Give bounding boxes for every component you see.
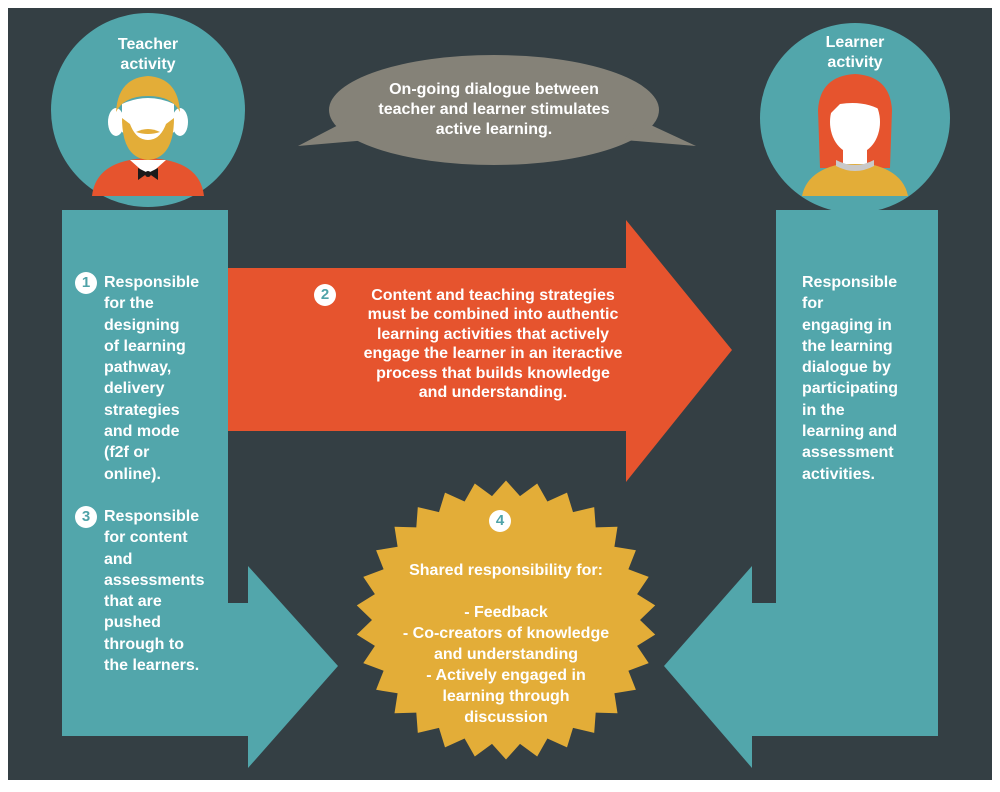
shared-line — [370, 581, 642, 602]
teacher-item-3: Responsible for content and assessments … — [104, 506, 234, 676]
middle-arrow — [228, 220, 732, 482]
teacher-item-1-line: designing — [104, 316, 180, 334]
dialogue-bubble — [298, 55, 696, 165]
shared-line: discussion — [464, 709, 548, 726]
teacher-arrow — [62, 210, 338, 768]
shared-line: and understanding — [434, 646, 578, 663]
teacher-item-3-line: pushed — [104, 614, 161, 632]
teacher-item-1-line: of learning — [104, 337, 186, 355]
dialogue-line: active learning. — [435, 121, 553, 138]
learner-line: assessment — [802, 444, 894, 462]
middle-arrow-line: must be combined into authentic — [367, 306, 619, 324]
teacher-item-1-line: strategies — [104, 401, 180, 419]
middle-arrow-line: learning activities that actively — [376, 325, 610, 343]
teacher-item-3-line: the learners. — [104, 657, 200, 675]
teacher-item-3-line: and — [104, 550, 133, 568]
teacher-item-1-line: for the — [104, 295, 154, 313]
shared-starburst — [356, 480, 656, 760]
learner-line: activities. — [802, 465, 875, 483]
teacher-item-3-line: assessments — [104, 571, 205, 589]
learner-line: dialogue by — [802, 359, 891, 377]
step-3-badge: 3 — [75, 506, 97, 528]
learner-arrow — [664, 210, 938, 768]
learner-line: engaging in — [802, 316, 892, 334]
teacher-avatar — [51, 13, 245, 207]
shared-line: - Co-creators of knowledge — [402, 625, 610, 642]
teacher-item-1: Responsible for the designing of learnin… — [104, 272, 234, 485]
teacher-item-3-line: through to — [104, 635, 184, 653]
dialogue-text: On-going dialogue between teacher and le… — [344, 80, 644, 140]
step-4-badge: 4 — [489, 510, 511, 532]
middle-arrow-line: and understanding. — [418, 384, 568, 402]
teacher-item-3-line: that are — [104, 593, 162, 611]
middle-arrow-line: engage the learner in an iteractive — [363, 345, 623, 363]
teacher-item-1-line: delivery — [104, 380, 165, 398]
learner-title-line1: Learner — [825, 34, 885, 51]
learner-line: participating — [802, 380, 899, 398]
step-1-badge: 1 — [75, 272, 97, 294]
dialogue-line: teacher and learner stimulates — [378, 101, 610, 118]
learner-line: Responsible — [802, 274, 898, 291]
middle-arrow-text: Content and teaching strategies must be … — [338, 286, 648, 402]
teacher-title-line1: Teacher — [117, 36, 179, 53]
dialogue-line: On-going dialogue between — [389, 81, 599, 98]
shared-line: - Actively engaged in — [426, 667, 586, 684]
learner-line: learning and — [802, 423, 898, 441]
middle-arrow-line: process that builds knowledge — [376, 364, 610, 382]
teacher-item-1-line: Responsible — [104, 274, 200, 291]
learner-avatar — [760, 23, 950, 213]
teacher-item-3-line: for content — [104, 529, 188, 547]
learner-title: Learner activity — [805, 33, 905, 73]
teacher-title: Teacher activity — [98, 35, 198, 75]
middle-arrow-line: Content and teaching strategies — [371, 287, 615, 304]
learner-line: the learning — [802, 337, 893, 355]
learner-responsibility: Responsible for engaging in the learning… — [802, 272, 932, 485]
teacher-item-3-line: Responsible — [104, 508, 200, 525]
teacher-item-1-line: pathway, — [104, 359, 172, 377]
shared-text: Shared responsibility for: - Feedback - … — [370, 560, 642, 728]
shared-line: Shared responsibility for: — [409, 562, 603, 579]
shared-line: - Feedback — [464, 604, 548, 621]
learner-line: in the — [802, 401, 845, 419]
teacher-item-1-line: online). — [104, 465, 161, 483]
step-2-badge: 2 — [314, 284, 336, 306]
teacher-item-1-line: (f2f or — [104, 444, 150, 462]
teacher-title-line2: activity — [120, 56, 176, 73]
shared-line: learning through — [442, 688, 570, 705]
learner-title-line2: activity — [827, 54, 883, 71]
teacher-item-1-line: and mode — [104, 423, 180, 441]
learner-line: for — [802, 295, 824, 313]
